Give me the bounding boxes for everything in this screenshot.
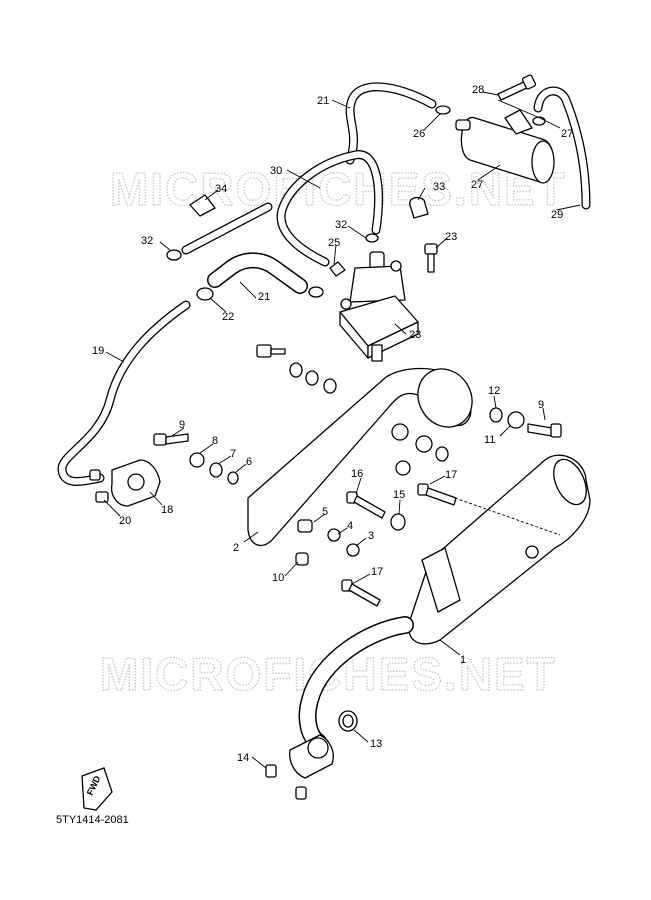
valve-23 — [339, 251, 419, 362]
callout-3: 3 — [368, 530, 374, 542]
callout-7: 7 — [230, 448, 236, 460]
callout-33: 33 — [433, 181, 445, 193]
hose-21 — [207, 252, 308, 294]
callout-32-left: 32 — [141, 235, 153, 247]
callout-labels: 21 28 27 26 27 29 30 34 33 32 32 25 23 2… — [92, 84, 573, 764]
muffler-1 — [289, 454, 591, 779]
callout-17-lower: 17 — [371, 566, 383, 578]
callout-30: 29 — [551, 209, 563, 221]
callout-29: 28 — [472, 84, 484, 96]
callout-32-center: 32 — [335, 219, 347, 231]
bolts-center — [341, 483, 457, 607]
tube-left — [181, 202, 273, 255]
callout-14: 14 — [237, 752, 249, 764]
callout-34: 34 — [215, 183, 227, 195]
callout-1: 1 — [460, 654, 466, 666]
callout-2: 2 — [233, 542, 239, 554]
hose-19 — [57, 300, 191, 486]
callout-18: 18 — [161, 504, 173, 516]
gasket-18 — [89, 459, 161, 507]
callout-12: 12 — [488, 385, 500, 397]
reference-code: 5TY1414-2081 — [56, 814, 129, 826]
callout-22: 22 — [222, 311, 234, 323]
callout-20: 20 — [119, 515, 131, 527]
heat-shield-2 — [247, 367, 473, 547]
callout-9-left: 9 — [179, 419, 185, 431]
bolts-left — [153, 433, 239, 485]
callout-28: 27 — [471, 179, 483, 191]
callout-26: 25 — [328, 237, 340, 249]
callout-16: 16 — [351, 468, 363, 480]
callout-21: 21 — [258, 291, 270, 303]
callout-15: 15 — [393, 489, 405, 501]
callout-9-right: 9 — [538, 399, 544, 411]
callout-6: 6 — [246, 456, 252, 468]
bolt-29 — [497, 74, 537, 101]
callout-4: 4 — [347, 520, 353, 532]
callout-5: 5 — [322, 506, 328, 518]
gasket-13 — [265, 710, 358, 800]
hose-30 — [533, 86, 591, 210]
watermark-top: MICROFICHES.NET — [110, 163, 567, 215]
callout-19: 19 — [92, 345, 104, 357]
washers-upper — [256, 344, 525, 476]
canister-28 — [455, 109, 555, 184]
leader-lines — [103, 91, 581, 769]
callout-8: 8 — [212, 435, 218, 447]
callout-31: 30 — [270, 165, 282, 177]
hose-25 — [345, 82, 437, 165]
collars-middle — [295, 519, 360, 566]
callout-27-left: 26 — [413, 128, 425, 140]
callout-10: 10 — [272, 572, 284, 584]
callout-24: 23 — [445, 231, 457, 243]
callout-11: 11 — [484, 434, 495, 446]
bolt-24 — [424, 243, 438, 273]
callout-27-right: 27 — [561, 128, 573, 140]
callout-23: 23 — [409, 329, 421, 341]
hose-31 — [276, 150, 383, 267]
callout-25: 21 — [317, 95, 329, 107]
callout-17-upper: 17 — [445, 469, 457, 481]
fwd-arrow-icon: FWD — [81, 767, 113, 811]
bolt-9-right — [527, 423, 562, 438]
callout-13: 13 — [370, 738, 382, 750]
